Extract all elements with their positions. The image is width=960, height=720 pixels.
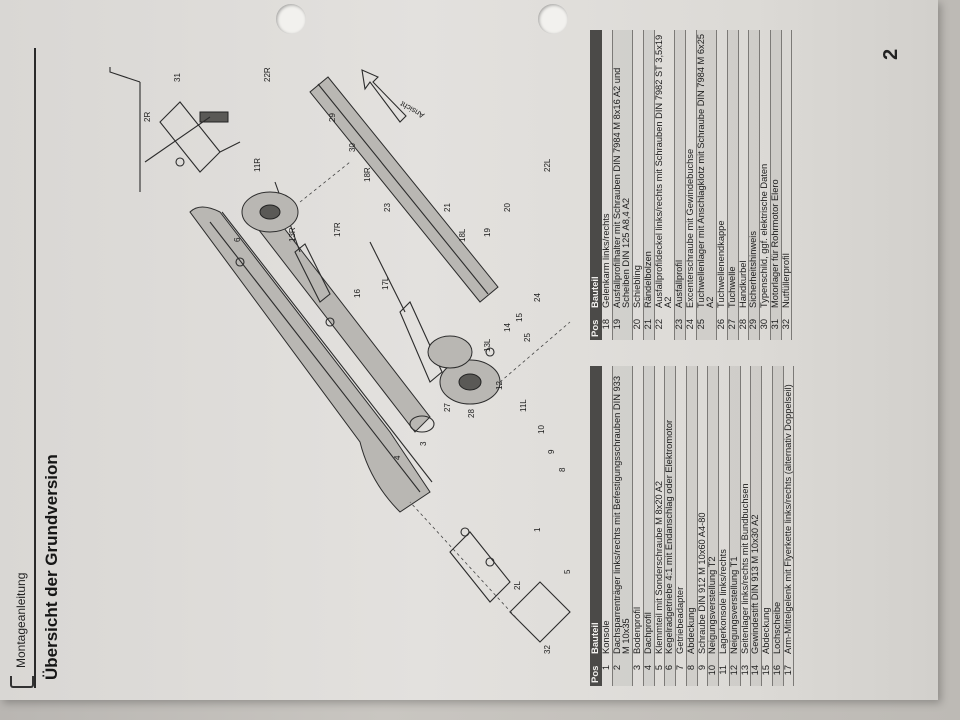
callout-20: 20 bbox=[503, 203, 512, 212]
callout-24: 24 bbox=[533, 293, 542, 302]
callout-15: 15 bbox=[515, 313, 524, 322]
callout-6: 6 bbox=[233, 237, 242, 242]
callout-11L: 11L bbox=[519, 399, 528, 412]
callout-21: 21 bbox=[443, 203, 452, 212]
side-bearing-left bbox=[427, 335, 501, 405]
callout-19: 19 bbox=[483, 228, 492, 237]
view-arrow-icon bbox=[361, 69, 407, 123]
callout-22R: 22R bbox=[263, 67, 272, 82]
hand-crank bbox=[109, 67, 229, 192]
callout-5: 5 bbox=[563, 569, 572, 574]
callout-12: 12 bbox=[495, 381, 504, 390]
callout-17R: 17R bbox=[333, 222, 342, 237]
callout-30: 30 bbox=[348, 143, 357, 152]
callout-4: 4 bbox=[393, 455, 402, 460]
callout-32: 32 bbox=[543, 645, 552, 654]
document-page-right-column: 2 bbox=[0, 20, 920, 700]
page-number: 2 bbox=[880, 48, 902, 60]
punch-hole bbox=[276, 4, 306, 34]
callout-13R: 13R bbox=[288, 227, 297, 242]
callout-25: 25 bbox=[523, 333, 532, 342]
callout-22L: 22L bbox=[543, 158, 552, 172]
callout-3: 3 bbox=[419, 441, 428, 446]
callout-27: 27 bbox=[443, 403, 452, 412]
diagram-svg: Ansicht 1 2L 2R 3 4 5 6 8 9 10 11L 11R 1… bbox=[109, 67, 572, 654]
callout-17L: 17L bbox=[381, 276, 390, 290]
front-profile bbox=[309, 76, 499, 303]
callout-18R: 18R bbox=[363, 167, 372, 182]
callout-28: 28 bbox=[467, 409, 476, 418]
callout-1: 1 bbox=[533, 527, 542, 532]
callout-13L: 13L bbox=[483, 338, 492, 352]
roof-profile bbox=[189, 206, 433, 513]
exploded-view-diagram: Ansicht 1 2L 2R 3 4 5 6 8 9 10 11L 11R 1… bbox=[70, 52, 580, 682]
callout-2R: 2R bbox=[143, 112, 152, 122]
screws bbox=[175, 157, 495, 567]
callout-14: 14 bbox=[503, 323, 512, 332]
punch-hole bbox=[538, 4, 568, 34]
callout-2L: 2L bbox=[513, 581, 522, 590]
document-page: Montageanleitung Übersicht der Grundvers… bbox=[0, 20, 920, 700]
console-right bbox=[159, 101, 241, 173]
callout-29: 29 bbox=[328, 113, 337, 122]
arm-left bbox=[369, 241, 443, 383]
callout-31: 31 bbox=[173, 73, 182, 82]
callout-10: 10 bbox=[537, 425, 546, 434]
callout-9: 9 bbox=[547, 449, 556, 454]
callout-23: 23 bbox=[383, 203, 392, 212]
callout-8: 8 bbox=[558, 467, 567, 472]
callout-11R: 11R bbox=[253, 158, 262, 172]
callout-18L: 18L bbox=[458, 228, 467, 242]
callout-16: 16 bbox=[353, 289, 362, 298]
side-bearing-right bbox=[241, 191, 299, 233]
